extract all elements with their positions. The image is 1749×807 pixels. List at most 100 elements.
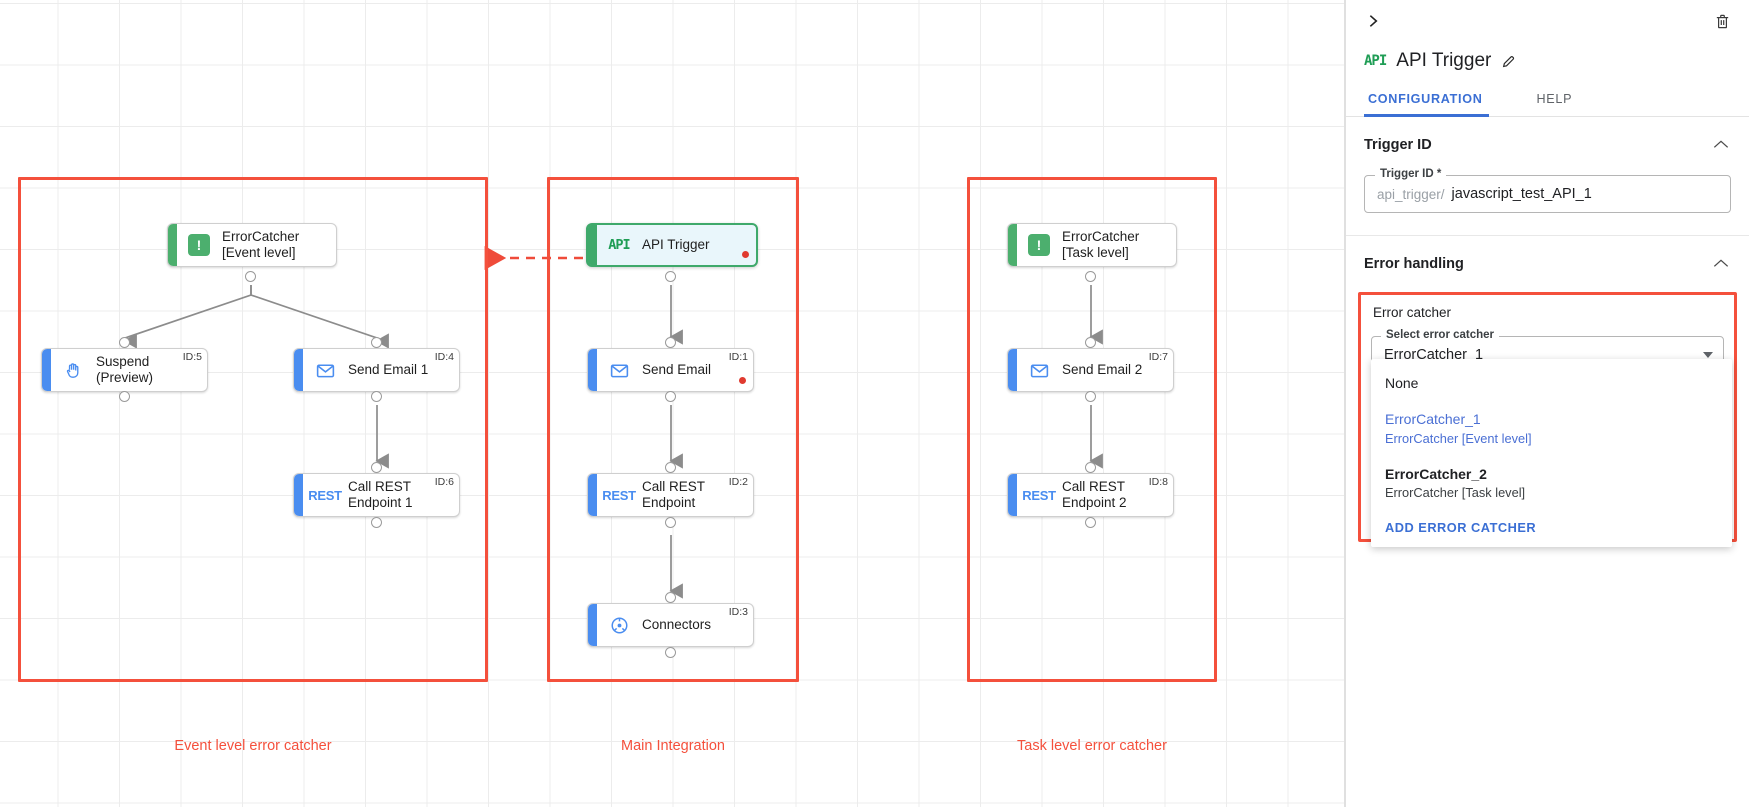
menu-item-secondary: ErrorCatcher [Task level] — [1385, 484, 1526, 500]
node-title: Call REST Endpoint 2 — [1062, 479, 1127, 510]
menu-item-errorcatcher-2[interactable]: ErrorCatcher_2 ErrorCatcher [Task level] — [1371, 454, 1732, 508]
node-port-out[interactable] — [665, 271, 676, 282]
menu-item-secondary: ErrorCatcher [Event level] — [1385, 430, 1532, 446]
group-caption-main: Main Integration — [621, 738, 725, 754]
node-api-trigger[interactable]: API API Trigger — [586, 223, 758, 267]
section-error-handling-header[interactable]: Error handling — [1346, 236, 1749, 282]
chevron-down-icon[interactable] — [1703, 352, 1713, 358]
node-accent-bar — [1008, 224, 1017, 266]
node-port-in[interactable] — [371, 462, 382, 473]
envelope-icon — [1022, 360, 1056, 381]
node-send-email-2[interactable]: Send Email 2 ID:7 — [1007, 348, 1174, 392]
trigger-id-legend: Trigger ID * — [1375, 168, 1447, 180]
rest-icon: REST — [602, 488, 636, 503]
node-port-out[interactable] — [1085, 391, 1096, 402]
node-port-out[interactable] — [1085, 517, 1096, 528]
error-catcher-card: Error catcher Select error catcher Error… — [1358, 292, 1737, 547]
select-error-catcher-legend: Select error catcher — [1381, 329, 1500, 341]
node-connectors[interactable]: Connectors ID:3 — [587, 603, 754, 647]
group-frame-main — [547, 177, 799, 682]
node-port-out[interactable] — [245, 271, 256, 282]
node-port-out[interactable] — [665, 647, 676, 658]
node-accent-bar — [1008, 349, 1017, 391]
node-port-out[interactable] — [371, 391, 382, 402]
node-port-in[interactable] — [119, 337, 130, 348]
api-icon: API — [602, 237, 636, 253]
tab-configuration[interactable]: CONFIGURATION — [1364, 92, 1503, 117]
collapse-panel-icon[interactable] — [1360, 8, 1386, 34]
menu-item-errorcatcher-1[interactable]: ErrorCatcher_1 ErrorCatcher [Event level… — [1371, 399, 1732, 453]
connectors-icon — [602, 615, 636, 636]
node-port-out[interactable] — [371, 517, 382, 528]
node-title: Call REST Endpoint 1 — [348, 479, 413, 510]
node-id-tag: ID:2 — [728, 476, 748, 488]
envelope-icon — [308, 360, 342, 381]
node-port-in[interactable] — [1085, 462, 1096, 473]
node-port-in[interactable] — [665, 337, 676, 348]
node-title: Call REST Endpoint — [642, 479, 706, 510]
node-title: ErrorCatcher [Task level] — [1062, 229, 1140, 260]
node-send-email-1[interactable]: Send Email 1 ID:4 — [293, 348, 460, 392]
node-port-out[interactable] — [665, 517, 676, 528]
page-title: API Trigger — [1396, 50, 1492, 71]
alert-icon: ! — [182, 234, 216, 256]
node-error-catcher-task[interactable]: ! ErrorCatcher [Task level] — [1007, 223, 1177, 267]
workflow-canvas[interactable]: Event level error catcher Main Integrati… — [0, 0, 1345, 807]
node-port-out[interactable] — [665, 391, 676, 402]
api-icon: API — [1364, 53, 1387, 69]
menu-item-primary: ErrorCatcher_2 — [1385, 465, 1487, 482]
section-divider — [1346, 235, 1749, 236]
node-title: Suspend (Preview) — [96, 354, 154, 385]
node-id-tag: ID:8 — [1148, 476, 1168, 488]
node-error-indicator — [742, 251, 749, 258]
trigger-id-prefix: api_trigger/ — [1377, 186, 1445, 202]
section-trigger-id-title: Trigger ID — [1364, 137, 1432, 153]
trigger-id-input[interactable]: javascript_test_API_1 — [1451, 186, 1592, 202]
edit-name-icon[interactable] — [1501, 53, 1517, 69]
menu-item-none[interactable]: None — [1371, 367, 1732, 399]
group-frame-task-level — [967, 177, 1217, 682]
section-trigger-id-header[interactable]: Trigger ID — [1346, 117, 1749, 163]
node-id-tag: ID:5 — [182, 351, 202, 363]
node-call-rest-endpoint-1[interactable]: REST Call REST Endpoint 1 ID:6 — [293, 473, 460, 517]
api-icon-label: API — [608, 237, 630, 253]
rest-icon-label: REST — [308, 487, 342, 503]
add-error-catcher-button[interactable]: ADD ERROR CATCHER — [1385, 519, 1537, 535]
node-id-tag: ID:1 — [728, 351, 748, 363]
alert-icon: ! — [1022, 234, 1056, 256]
node-port-in[interactable] — [665, 592, 676, 603]
node-title: Send Email 2 — [1062, 362, 1143, 378]
chevron-up-icon[interactable] — [1713, 256, 1729, 272]
node-error-indicator — [739, 377, 746, 384]
group-caption-event-level: Event level error catcher — [174, 738, 332, 754]
node-error-catcher-event[interactable]: ! ErrorCatcher [Event level] — [167, 223, 337, 267]
node-port-in[interactable] — [371, 337, 382, 348]
properties-panel: API API Trigger CONFIGURATION HELP Trigg… — [1345, 0, 1749, 807]
menu-item-primary: ErrorCatcher_1 — [1385, 411, 1481, 428]
rest-icon: REST — [1022, 488, 1056, 503]
section-error-handling-title: Error handling — [1364, 256, 1464, 272]
node-accent-bar — [42, 349, 51, 391]
canvas-right-edge — [1344, 0, 1345, 807]
delete-icon[interactable] — [1709, 8, 1735, 34]
node-accent-bar — [588, 225, 597, 265]
node-accent-bar — [168, 224, 177, 266]
node-port-in[interactable] — [665, 462, 676, 473]
trigger-id-field[interactable]: Trigger ID * api_trigger/ javascript_tes… — [1364, 168, 1731, 213]
panel-title-row: API API Trigger — [1346, 42, 1749, 78]
node-accent-bar — [588, 474, 597, 516]
node-port-out[interactable] — [1085, 271, 1096, 282]
node-id-tag: ID:6 — [434, 476, 454, 488]
node-call-rest-endpoint[interactable]: REST Call REST Endpoint ID:2 — [587, 473, 754, 517]
node-call-rest-endpoint-2[interactable]: REST Call REST Endpoint 2 ID:8 — [1007, 473, 1174, 517]
node-port-in[interactable] — [1085, 337, 1096, 348]
node-accent-bar — [294, 349, 303, 391]
chevron-up-icon[interactable] — [1713, 137, 1729, 153]
node-title: Connectors — [642, 617, 712, 633]
node-suspend[interactable]: Suspend (Preview) ID:5 — [41, 348, 208, 392]
panel-tabs: CONFIGURATION HELP — [1346, 92, 1749, 117]
node-send-email[interactable]: Send Email ID:1 — [587, 348, 754, 392]
tab-help[interactable]: HELP — [1536, 92, 1573, 106]
menu-item-primary: None — [1385, 375, 1419, 391]
node-port-out[interactable] — [119, 391, 130, 402]
